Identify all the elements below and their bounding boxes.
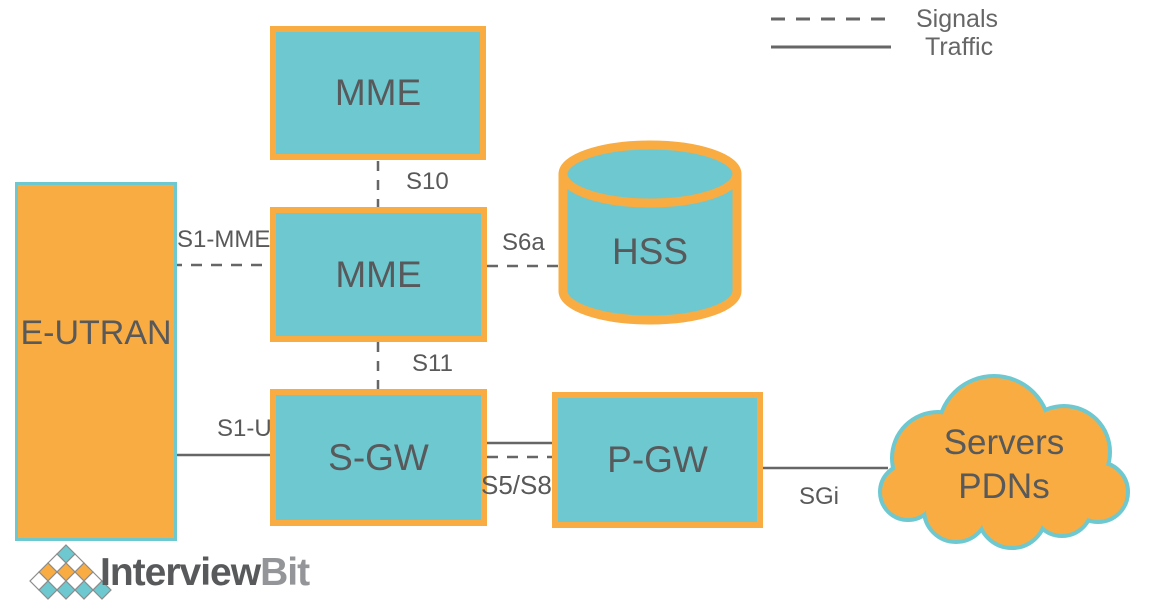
node-mme-top-label: MME (334, 72, 422, 113)
node-mme-top: MME (270, 26, 486, 160)
interface-label-s5-s8: S5/S8 (481, 470, 552, 500)
node-pgw: P-GW (552, 392, 763, 528)
database-cylinder-icon (558, 140, 742, 325)
node-mme-label: MME (335, 253, 422, 295)
logo-text-interview: Interview (100, 551, 261, 594)
interviewbit-logo-text: InterviewBit (100, 551, 310, 595)
node-mme: MME (270, 207, 487, 342)
node-eutran-label: E-UTRAN (20, 314, 172, 352)
node-sgw-label: S-GW (328, 436, 429, 478)
legend-signals-label: Signals (916, 5, 998, 33)
logo-text-bit: Bit (260, 551, 310, 594)
interface-label-s11: S11 (412, 350, 453, 377)
cloud-icon (878, 374, 1130, 550)
node-pdn: Servers PDNs (876, 421, 1132, 509)
legend-traffic-label: Traffic (925, 33, 994, 61)
interface-label-sgi: SGi (799, 483, 840, 510)
interface-label-s10: S10 (406, 168, 449, 195)
node-hss-label: HSS (611, 231, 689, 272)
node-pdn-label-line2: PDNs (958, 467, 1050, 506)
node-pdn-label-line1: Servers (943, 423, 1065, 462)
node-eutran: E-UTRAN (15, 182, 177, 541)
interface-label-s1-u: S1-U (217, 415, 272, 442)
node-pgw-label: P-GW (607, 439, 708, 480)
node-sgw: S-GW (270, 389, 487, 526)
interface-label-s1-mme: S1-MME (177, 226, 271, 253)
interface-label-s6a: S6a (502, 229, 545, 256)
diamond-pyramid-icon (29, 544, 112, 600)
